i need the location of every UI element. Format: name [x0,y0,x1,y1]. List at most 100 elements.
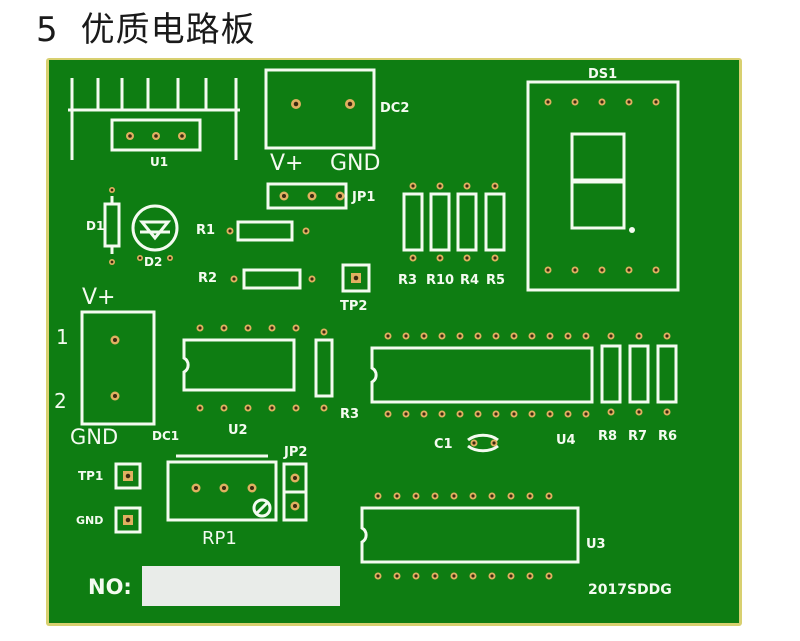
pad-hole [198,406,202,410]
r4-outline [456,192,478,252]
pad-hole [547,574,551,578]
pad-hole [476,412,480,416]
r10-outline [429,192,451,252]
pad-hole [395,574,399,578]
pad-hole [438,184,442,188]
r3-outline [402,192,424,252]
pad-hole [512,334,516,338]
label-r7: R7 [628,429,647,444]
pad-hole [404,334,408,338]
pad-hole [512,412,516,416]
pad-hole [465,184,469,188]
label-ds1: DS1 [588,67,617,82]
pad-hole [222,326,226,330]
pad-hole [232,277,236,281]
label-vplus-top: V+ [270,151,303,176]
label-r6: R6 [658,429,677,444]
pad-hole [546,100,550,104]
label-r3: R3 [398,273,417,288]
label-rp1: RP1 [202,528,237,549]
pad-hole [347,101,353,107]
pad-hole [304,229,308,233]
u4-outline [370,346,594,404]
pad-hole [528,494,532,498]
pad-hole [609,410,613,414]
label-u3: U3 [586,537,606,552]
pad-hole [128,134,132,138]
pad-hole [440,412,444,416]
pad-hole [310,277,314,281]
label-tp2: TP2 [340,299,367,314]
pad-hole [376,494,380,498]
pad-hole [600,100,604,104]
pad-hole [411,184,415,188]
pad-hole [494,412,498,416]
pad-hole [573,100,577,104]
u1-heatsink [68,78,240,160]
label-r10: R10 [426,273,454,288]
label-d1: D1 [86,219,104,233]
dc2-outline [264,68,376,150]
pad-hole [490,574,494,578]
label-u2: U2 [228,423,248,438]
r7-outline [628,344,650,404]
tp1-outline [114,462,142,490]
pad-hole [337,193,343,199]
label-r3-vertical: R3 [340,407,359,422]
label-pin2: 2 [54,389,67,413]
ds1-outline [526,80,680,292]
label-c1: C1 [434,437,453,452]
label-r2: R2 [198,271,217,286]
pad-hole [637,410,641,414]
pad-hole [110,260,114,264]
pad-hole [440,334,444,338]
dc1-outline [80,310,156,426]
pad-hole [458,334,462,338]
label-jp2: JP2 [283,445,307,460]
pad-hole [530,334,534,338]
r2-outline [242,268,302,290]
pads-group [109,98,671,580]
pad-hole [584,412,588,416]
pad-hole [490,494,494,498]
ds1-decimal-point [629,227,635,233]
label-pin1: 1 [56,325,69,349]
pad-hole [494,334,498,338]
pad-hole [395,494,399,498]
jp1-outline [266,182,348,210]
pad-hole [168,256,172,260]
pad-hole [110,188,114,192]
label-no: NO: [88,575,132,599]
pad-hole [452,574,456,578]
pad-hole [112,337,118,343]
pad-hole [452,494,456,498]
ds1-digit-glyph [570,132,626,230]
pad-hole [509,574,513,578]
pad-hole [654,100,658,104]
silkscreen-labels: U1 DC2 DS1 V+ GND JP1 D1 D2 R1 R2 R3 R10… [54,67,677,599]
pad-hole [154,134,158,138]
pad-hole [281,193,287,199]
pad-hole [294,406,298,410]
u2-outline [182,338,296,392]
pad-hole [270,326,274,330]
pad-hole [433,494,437,498]
pad-hole [249,485,255,491]
pad-hole [376,574,380,578]
silkscreen-outlines [68,68,680,564]
pad-hole [566,334,570,338]
label-d2: D2 [144,255,162,269]
r8-outline [600,344,622,404]
pad-hole [309,193,315,199]
pad-hole [493,184,497,188]
pad-hole [547,494,551,498]
pad-hole [386,334,390,338]
pad-hole [472,441,476,445]
pad-hole [198,326,202,330]
pad-hole [422,412,426,416]
pad-hole [293,101,299,107]
pad-hole [471,574,475,578]
pad-hole [548,334,552,338]
pad-hole [509,494,513,498]
